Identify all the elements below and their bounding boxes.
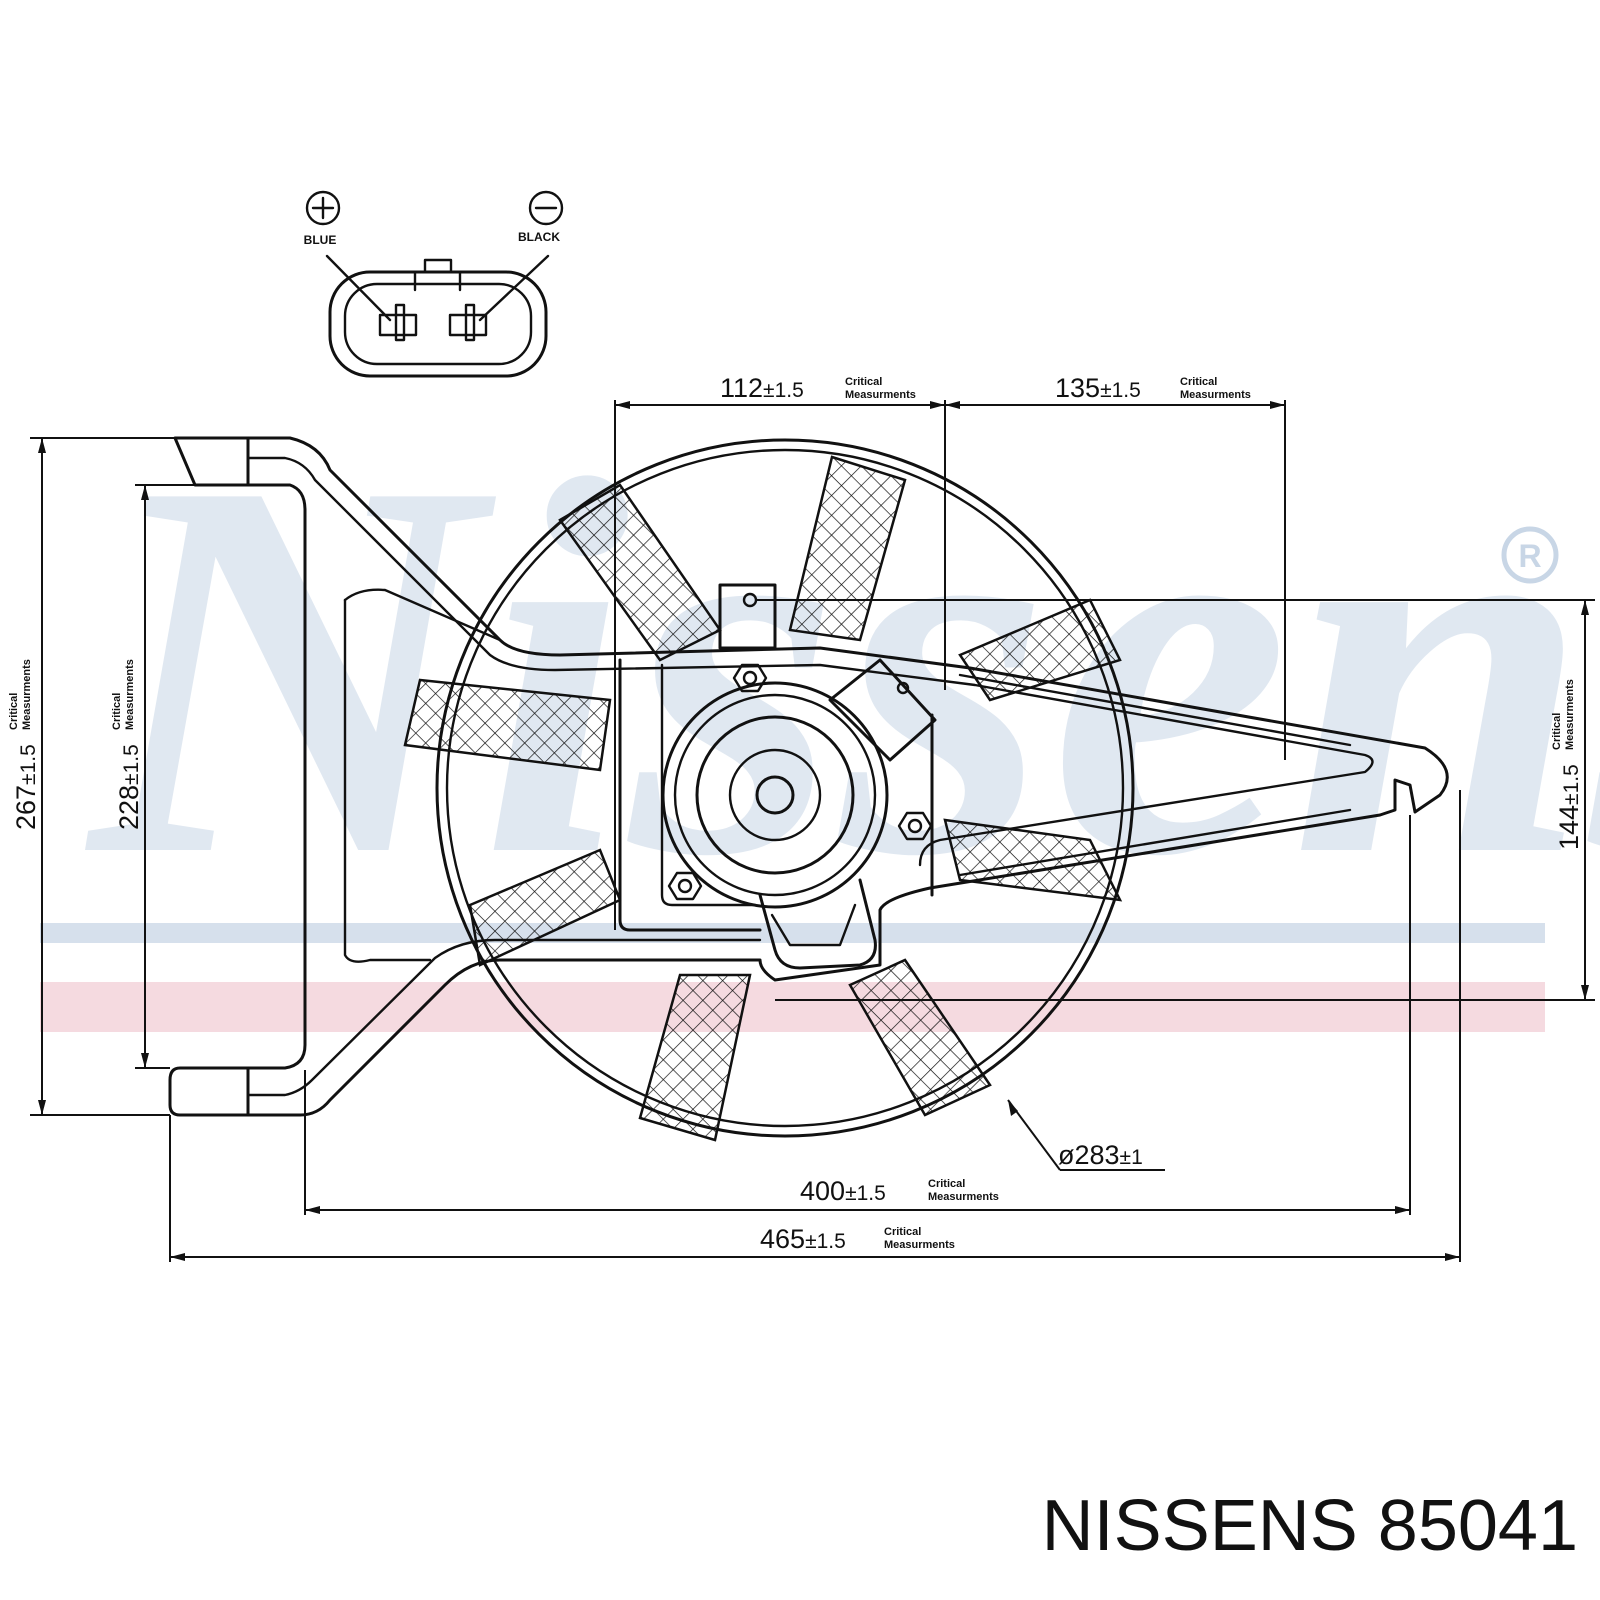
black-wire-label: BLACK <box>518 230 560 244</box>
electrical-connector: BLUE BLACK <box>304 190 564 378</box>
dim-144-tol: ±1.5 <box>1560 764 1583 805</box>
dim-267-critical: Critical <box>8 693 20 730</box>
dim-144-critical: Critical <box>1551 713 1563 750</box>
dimension-labels: 112±1.5 Critical Measurments 135±1.5 Cri… <box>8 373 1584 1254</box>
dimension-228: 228±1.5 Critical Measurments <box>111 659 144 830</box>
fan-outer-ring <box>435 438 1135 1138</box>
dim-135-tol: ±1.5 <box>1100 379 1141 402</box>
dimension-112: 112±1.5 Critical Measurments <box>720 373 916 403</box>
dim-228-value: 228 <box>114 785 144 830</box>
dim-465-tol: ±1.5 <box>805 1230 846 1253</box>
dim-465-value: 465 <box>760 1224 805 1254</box>
mounting-nut-icon <box>897 811 933 841</box>
motor-hub <box>661 658 937 970</box>
dim-228-tol: ±1.5 <box>120 744 143 785</box>
dim-135-measurements: Measurments <box>1180 389 1251 401</box>
dim-228-critical: Critical <box>111 693 123 730</box>
dim-112-critical: Critical <box>845 376 882 388</box>
dim-112-value: 112 <box>720 373 763 403</box>
fan-inner-ring <box>445 448 1125 1128</box>
registered-mark-letter: R <box>1518 538 1541 574</box>
mounting-bracket <box>168 436 1449 1117</box>
dim-267-tol: ±1.5 <box>17 744 40 785</box>
dimension-267: 267±1.5 Critical Measurments <box>8 659 41 830</box>
dim-135-value: 135 <box>1055 373 1100 403</box>
svg-text:400±1.5: 400±1.5 <box>800 1176 886 1206</box>
dim-diameter-value: ø283 <box>1058 1140 1120 1170</box>
dimension-400: 400±1.5 Critical Measurments <box>800 1176 999 1206</box>
dimension-465: 465±1.5 Critical Measurments <box>760 1224 955 1254</box>
svg-text:ø283±1: ø283±1 <box>1058 1140 1143 1170</box>
watermark-pink-stripe <box>40 982 1545 1032</box>
dim-144-value: 144 <box>1554 805 1584 850</box>
dim-400-value: 400 <box>800 1176 845 1206</box>
dimension-144: 144±1.5 Critical Measurments <box>1551 679 1584 850</box>
dimension-diameter: ø283±1 <box>1058 1140 1143 1170</box>
fan-blades <box>403 455 1123 1142</box>
dim-112-tol: ±1.5 <box>763 379 804 402</box>
blue-wire-label: BLUE <box>304 233 337 247</box>
svg-text:144±1.5: 144±1.5 <box>1554 764 1584 850</box>
registered-mark-icon <box>1501 526 1559 584</box>
brand-name: NISSENS <box>1042 1486 1358 1566</box>
dim-400-critical: Critical <box>928 1178 965 1190</box>
svg-text:228±1.5: 228±1.5 <box>114 744 144 830</box>
svg-text:NISSENS 85041: NISSENS 85041 <box>1042 1486 1578 1566</box>
dim-267-measurements: Measurments <box>21 659 33 730</box>
dimension-135: 135±1.5 Critical Measurments <box>1055 373 1251 403</box>
dim-465-critical: Critical <box>884 1226 921 1238</box>
dim-144-measurements: Measurments <box>1564 679 1576 750</box>
svg-text:465±1.5: 465±1.5 <box>760 1224 846 1254</box>
plus-terminal-icon <box>305 190 341 226</box>
dim-diameter-tol: ±1 <box>1120 1146 1143 1169</box>
dim-400-measurements: Measurments <box>928 1191 999 1203</box>
svg-text:112±1.5: 112±1.5 <box>720 373 804 403</box>
dim-112-measurements: Measurments <box>845 389 916 401</box>
dim-135-critical: Critical <box>1180 376 1217 388</box>
mounting-nut-icon <box>732 663 768 693</box>
part-number: 85041 <box>1378 1486 1578 1566</box>
part-title: NISSENS 85041 <box>1042 1486 1578 1566</box>
watermark: Nissens R <box>40 369 1600 1032</box>
svg-text:267±1.5: 267±1.5 <box>11 744 41 830</box>
svg-text:135±1.5: 135±1.5 <box>1055 373 1141 403</box>
minus-terminal-icon <box>528 190 564 226</box>
mounting-nut-icon <box>667 871 703 901</box>
fan-assembly <box>403 438 1135 1142</box>
dim-228-measurements: Measurments <box>124 659 136 730</box>
dimension-lines <box>30 400 1595 1262</box>
dim-267-value: 267 <box>11 785 41 830</box>
dim-465-measurements: Measurments <box>884 1239 955 1251</box>
dim-400-tol: ±1.5 <box>845 1182 886 1205</box>
watermark-blue-stripe <box>40 923 1545 943</box>
